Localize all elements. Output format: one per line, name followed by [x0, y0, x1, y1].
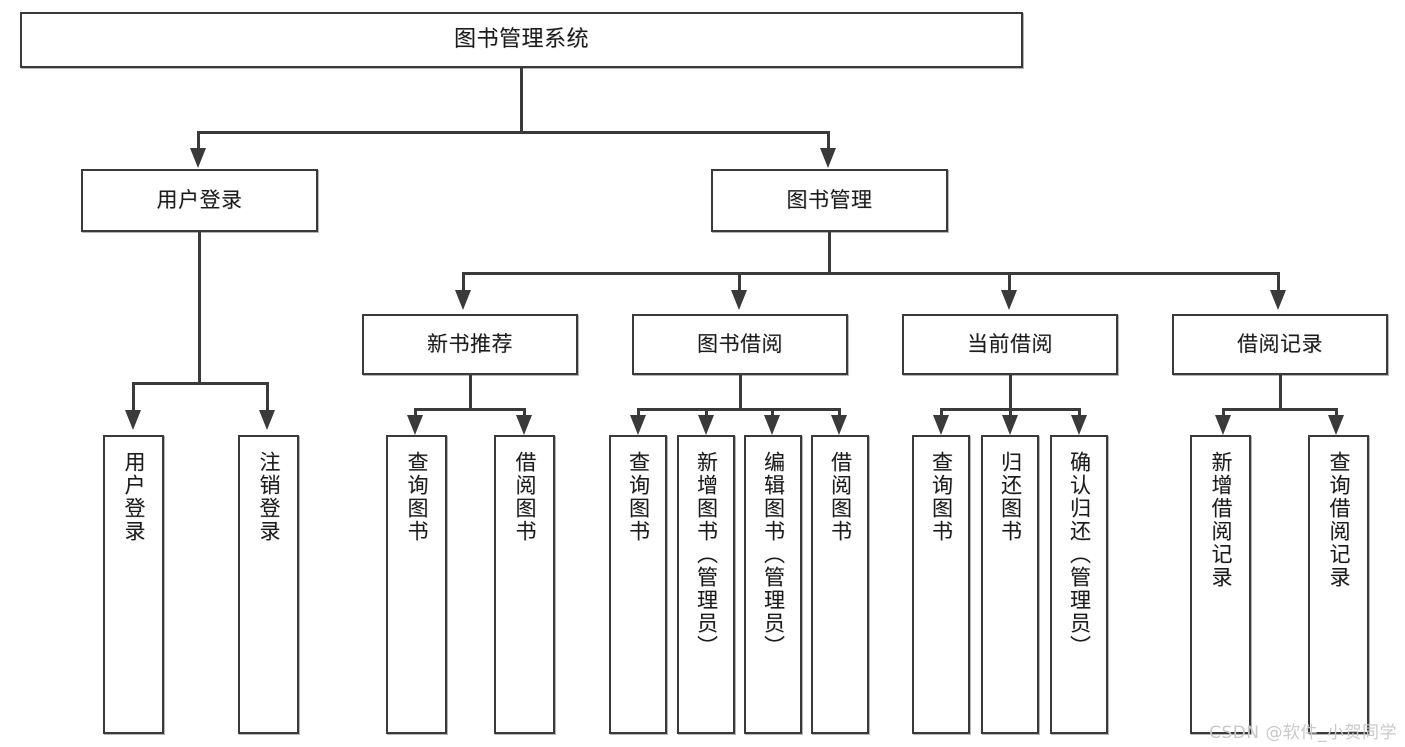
- node-label: 新增借阅记录: [1208, 451, 1233, 589]
- leaf-book-borrow-borrow[interactable]: 借阅图书: [811, 435, 869, 734]
- arrowhead-borrow-record-leaf-1: [1215, 415, 1231, 435]
- arrowhead-to-book-borrow: [731, 290, 747, 310]
- connector-user-login-bus: [132, 382, 269, 385]
- connector-to-current-borrow: [1008, 272, 1011, 294]
- connector-book-borrow-drop-2: [705, 408, 708, 420]
- connector-user-login-stem: [198, 232, 201, 382]
- leaf-book-borrow-edit[interactable]: 编辑图书（管理员）: [744, 435, 802, 734]
- connector-to-borrow-record: [1277, 272, 1280, 294]
- connector-current-borrow-drop-1: [940, 408, 943, 420]
- node-root-system[interactable]: 图书管理系统: [20, 12, 1023, 68]
- node-label: 图书管理系统: [453, 27, 589, 53]
- connector-user-login-drop-2: [266, 382, 269, 414]
- node-label: 查询图书: [404, 451, 429, 543]
- leaf-new-book-query[interactable]: 查询图书: [386, 435, 447, 734]
- node-label: 用户登录: [156, 188, 243, 213]
- node-label: 图书借阅: [697, 332, 783, 357]
- connector-book-borrow-drop-4: [838, 408, 841, 420]
- connector-book-mgmt-stem: [828, 232, 831, 272]
- arrowhead-to-borrow-record: [1270, 290, 1286, 310]
- connector-book-borrow-drop-1: [637, 408, 640, 420]
- connector-root-to-book-mgmt: [827, 131, 830, 151]
- connector-book-mgmt-bus: [462, 272, 1280, 275]
- node-label: 新书推荐: [427, 332, 513, 357]
- connector-to-new-book: [462, 272, 465, 294]
- leaf-borrow-record-query[interactable]: 查询借阅记录: [1308, 435, 1369, 734]
- arrowhead-book-borrow-leaf-4: [831, 415, 847, 435]
- arrowhead-new-book-leaf-2: [516, 415, 532, 435]
- connector-book-borrow-bus: [637, 408, 841, 411]
- arrowhead-current-borrow-leaf-1: [933, 415, 949, 435]
- arrowhead-new-book-leaf-1: [407, 415, 423, 435]
- leaf-user-login-logout[interactable]: 注销登录: [238, 435, 299, 734]
- connector-new-book-drop-1: [414, 408, 417, 420]
- connector-root-to-user-login: [197, 131, 200, 151]
- node-book-borrow[interactable]: 图书借阅: [632, 314, 848, 375]
- node-label: 查询图书: [929, 451, 954, 543]
- connector-current-borrow-stem: [1009, 375, 1012, 408]
- connector-borrow-record-bus: [1222, 408, 1338, 411]
- node-label: 归还图书: [998, 451, 1023, 543]
- arrowhead-current-borrow-leaf-3: [1071, 415, 1087, 435]
- node-borrow-record[interactable]: 借阅记录: [1172, 314, 1388, 375]
- node-label: 用户登录: [121, 451, 146, 543]
- node-label: 新增图书（管理员）: [694, 451, 719, 658]
- leaf-book-borrow-add[interactable]: 新增图书（管理员）: [677, 435, 735, 734]
- leaf-current-borrow-query[interactable]: 查询图书: [912, 435, 970, 734]
- connector-new-book-bus: [414, 408, 526, 411]
- connector-new-book-stem: [469, 375, 472, 408]
- arrowhead-user-login-leaf-1: [125, 410, 141, 430]
- leaf-borrow-record-add[interactable]: 新增借阅记录: [1190, 435, 1251, 734]
- arrowhead-borrow-record-leaf-2: [1328, 415, 1344, 435]
- node-label: 借阅图书: [512, 451, 537, 543]
- arrowhead-book-borrow-leaf-3: [764, 415, 780, 435]
- arrowhead-root-to-user-login: [190, 148, 206, 168]
- arrowhead-book-borrow-leaf-1: [630, 415, 646, 435]
- node-current-borrow[interactable]: 当前借阅: [902, 314, 1118, 375]
- connector-root-bus: [197, 131, 829, 134]
- csdn-watermark: CSDN @软件_小贺同学: [1209, 723, 1397, 743]
- arrowhead-current-borrow-leaf-2: [1002, 415, 1018, 435]
- connector-current-borrow-drop-2: [1009, 408, 1012, 420]
- connector-borrow-record-drop-2: [1335, 408, 1338, 420]
- arrowhead-to-new-book: [455, 290, 471, 310]
- node-label: 查询借阅记录: [1326, 451, 1351, 589]
- node-label: 注销登录: [256, 451, 281, 543]
- node-user-login[interactable]: 用户登录: [81, 169, 318, 232]
- node-label: 借阅图书: [828, 451, 853, 543]
- arrowhead-to-current-borrow: [1001, 290, 1017, 310]
- connector-borrow-record-stem: [1279, 375, 1282, 408]
- arrowhead-book-borrow-leaf-2: [698, 415, 714, 435]
- leaf-new-book-borrow[interactable]: 借阅图书: [494, 435, 555, 734]
- connector-new-book-drop-2: [523, 408, 526, 420]
- node-label: 查询图书: [626, 451, 651, 543]
- connector-to-book-borrow: [738, 272, 741, 294]
- connector-book-borrow-stem: [739, 375, 742, 408]
- connector-book-borrow-drop-3: [771, 408, 774, 420]
- node-label: 借阅记录: [1237, 332, 1323, 357]
- connector-root-stem: [520, 68, 523, 131]
- arrowhead-user-login-leaf-2: [259, 410, 275, 430]
- leaf-current-borrow-return[interactable]: 归还图书: [981, 435, 1039, 734]
- connector-borrow-record-drop-1: [1222, 408, 1225, 420]
- connector-user-login-drop-1: [132, 382, 135, 414]
- leaf-book-borrow-query[interactable]: 查询图书: [609, 435, 667, 734]
- connector-current-borrow-drop-3: [1078, 408, 1081, 420]
- node-label: 编辑图书（管理员）: [761, 451, 786, 658]
- node-label: 确认归还（管理员）: [1067, 451, 1092, 658]
- node-label: 图书管理: [786, 188, 873, 213]
- leaf-current-borrow-confirm[interactable]: 确认归还（管理员）: [1050, 435, 1108, 734]
- node-new-book-recommend[interactable]: 新书推荐: [362, 314, 578, 375]
- node-label: 当前借阅: [967, 332, 1053, 357]
- node-book-management[interactable]: 图书管理: [711, 169, 948, 232]
- leaf-user-login-login[interactable]: 用户登录: [103, 435, 164, 734]
- arrowhead-root-to-book-mgmt: [820, 148, 836, 168]
